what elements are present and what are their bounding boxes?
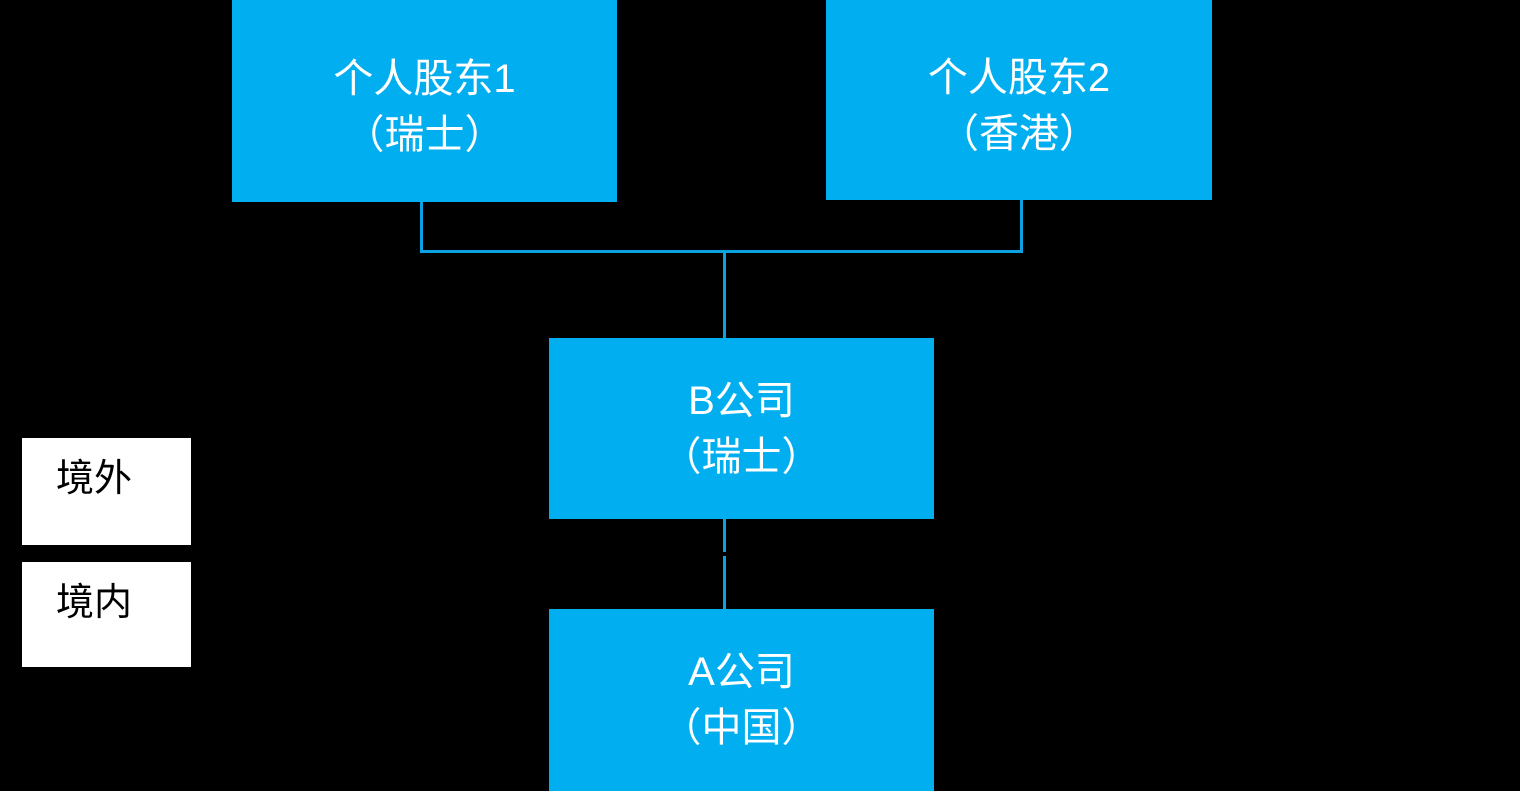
node-company-a: A公司 （中国） — [549, 609, 934, 791]
region-label-onshore-text: 境内 — [56, 582, 133, 624]
node-company-b: B公司 （瑞士） — [549, 338, 934, 519]
node-shareholder-1-name: 个人股东1 — [333, 57, 516, 101]
connector-horizontal-join — [420, 250, 1023, 253]
node-company-a-location: （中国） — [661, 706, 822, 750]
node-shareholder-1: 个人股东1 （瑞士） — [232, 0, 617, 202]
connector-shareholder1-drop — [420, 202, 423, 253]
connector-companyb-to-companya-upper — [723, 519, 726, 552]
node-company-a-name: A公司 — [688, 650, 795, 694]
node-shareholder-2: 个人股东2 （香港） — [826, 0, 1212, 200]
node-company-b-location: （瑞士） — [661, 434, 822, 479]
node-shareholder-1-location: （瑞士） — [344, 113, 505, 157]
node-company-b-name: B公司 — [688, 378, 795, 423]
node-shareholder-2-name: 个人股东2 — [927, 56, 1111, 100]
connector-to-company-b — [723, 253, 726, 338]
region-label-onshore: 境内 — [22, 562, 191, 667]
region-label-offshore: 境外 — [22, 438, 191, 545]
connector-shareholder2-drop — [1020, 200, 1023, 253]
region-label-offshore-text: 境外 — [56, 458, 133, 500]
connector-companyb-to-companya-lower — [723, 556, 726, 609]
node-shareholder-2-location: （香港） — [939, 112, 1099, 156]
